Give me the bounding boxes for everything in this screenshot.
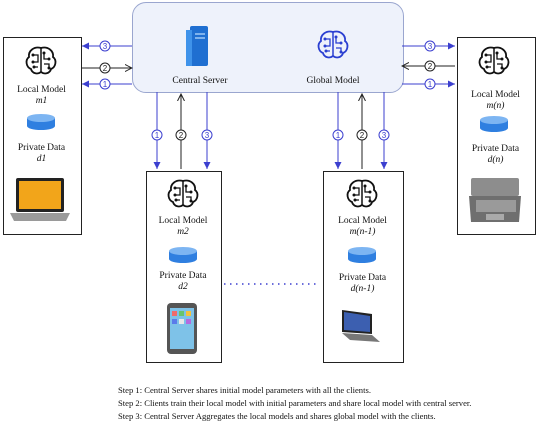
laptop-icon (469, 178, 521, 222)
svg-text:3: 3 (382, 131, 387, 140)
global-model-label: Global Model (306, 76, 360, 86)
step-badge-1: 1 (332, 129, 344, 141)
phone-icon (167, 303, 197, 354)
private-data-id: d(n) (487, 155, 504, 165)
svg-text:1: 1 (103, 80, 108, 89)
svg-text:2: 2 (103, 64, 108, 73)
brain-icon (317, 30, 349, 59)
svg-text:3: 3 (103, 42, 108, 51)
svg-text:1: 1 (155, 131, 160, 140)
database-icon (480, 116, 508, 132)
private-data-label: Private Data (471, 144, 520, 154)
private-data-label: Private Data (338, 273, 387, 283)
local-model-label: Local Model (17, 85, 66, 95)
svg-text:2: 2 (428, 62, 433, 71)
step-1-text: Step 1: Central Server shares initial mo… (118, 385, 371, 395)
svg-text:1: 1 (336, 131, 341, 140)
brain-icon (25, 46, 57, 75)
private-data-label: Private Data (17, 143, 66, 153)
step-badge-2: 2 (99, 62, 111, 74)
client-box-2 (146, 171, 222, 363)
step-badge-2: 2 (175, 129, 187, 141)
svg-text:2: 2 (360, 131, 365, 140)
local-model-id: m2 (177, 227, 189, 237)
local-model-label: Local Model (471, 90, 520, 100)
step-badge-3: 3 (424, 40, 436, 52)
brain-icon (478, 46, 510, 75)
step-2-text: Step 2: Clients train their local model … (118, 398, 472, 408)
central-server-label: Central Server (172, 76, 228, 86)
svg-text:3: 3 (428, 42, 433, 51)
local-model-label: Local Model (158, 216, 208, 226)
step-badge-1: 1 (151, 129, 163, 141)
database-icon (348, 247, 376, 263)
step-badge-3: 3 (378, 129, 390, 141)
server-icon (186, 26, 208, 66)
step-badge-3: 3 (201, 129, 213, 141)
step-badge-2: 2 (424, 60, 436, 72)
local-model-label: Local Model (338, 216, 387, 226)
laptop-icon (10, 178, 70, 221)
laptop-icon (342, 310, 380, 342)
svg-text:2: 2 (179, 131, 184, 140)
step-3-text: Step 3: Central Server Aggregates the lo… (118, 411, 436, 421)
local-model-id: m1 (35, 96, 48, 106)
step-badge-1: 1 (99, 78, 111, 90)
svg-text:1: 1 (428, 80, 433, 89)
step-badge-1: 1 (424, 78, 436, 90)
private-data-id: d(n-1) (350, 284, 375, 294)
step-badge-3: 3 (99, 40, 111, 52)
step-badge-2: 2 (356, 129, 368, 141)
central-server-box (132, 2, 404, 93)
private-data-id: d2 (178, 282, 188, 292)
database-icon (27, 114, 55, 130)
database-icon (169, 247, 197, 263)
brain-icon (167, 179, 199, 208)
private-data-label: Private Data (159, 271, 207, 281)
local-model-id: m(n-1) (349, 227, 376, 237)
brain-icon (346, 179, 378, 208)
private-data-id: d1 (36, 154, 47, 164)
local-model-id: m(n) (486, 101, 505, 111)
svg-text:3: 3 (205, 131, 210, 140)
